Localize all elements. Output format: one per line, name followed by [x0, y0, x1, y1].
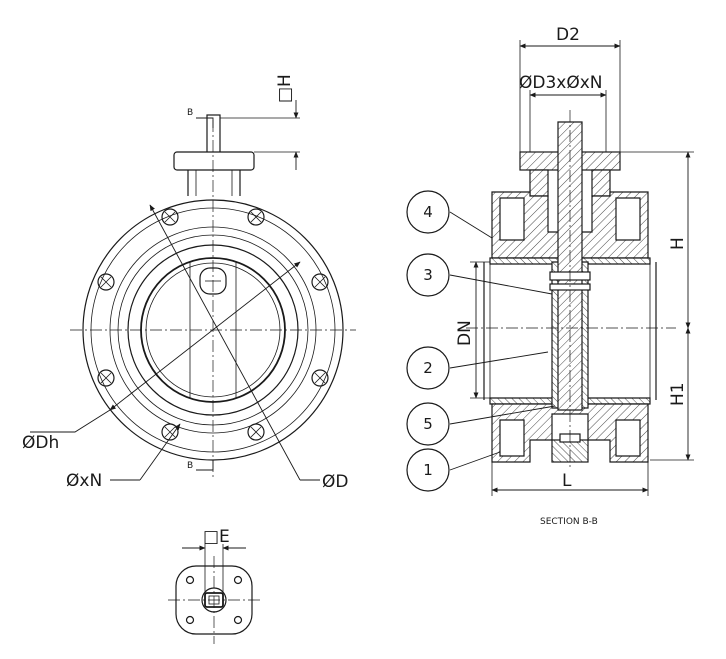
svg-text:2: 2 — [423, 359, 433, 377]
label-square-h: □H — [275, 74, 295, 103]
svg-text:3: 3 — [423, 266, 433, 284]
section-title: SECTION B-B — [540, 517, 598, 527]
svg-text:4: 4 — [423, 203, 433, 221]
label-d: ØD — [322, 472, 348, 492]
callouts: 4 3 2 5 1 — [406, 190, 556, 492]
label-dn: DN — [455, 320, 475, 346]
callout-1: 1 — [406, 448, 450, 492]
label-d3xn: ØD3xØxN — [519, 73, 603, 93]
label-h: H — [668, 237, 688, 250]
stem — [206, 114, 221, 156]
section-mark-bottom: B — [187, 461, 193, 471]
front-view: B B □H ØDh ØxN ØD — [22, 74, 356, 492]
top-view: □E — [168, 527, 260, 644]
label-h1: H1 — [668, 382, 688, 406]
label-xn: ØxN — [66, 471, 102, 491]
callout-3: 3 — [406, 253, 450, 297]
callout-2: 2 — [406, 346, 450, 390]
label-l: L — [562, 471, 572, 491]
svg-text:1: 1 — [423, 461, 433, 479]
section-view: D2 ØD3xØxN H H1 DN L SECTION B-B — [455, 25, 694, 527]
label-square-e: □E — [203, 527, 230, 547]
section-mark-top: B — [187, 108, 193, 118]
neck — [187, 170, 241, 196]
bolt-holes — [97, 208, 329, 441]
svg-text:5: 5 — [423, 415, 433, 433]
label-dh: ØDh — [22, 433, 59, 453]
label-d2: D2 — [556, 25, 580, 45]
callout-5: 5 — [406, 402, 450, 446]
callout-4: 4 — [406, 190, 450, 234]
top-flange — [173, 151, 255, 171]
